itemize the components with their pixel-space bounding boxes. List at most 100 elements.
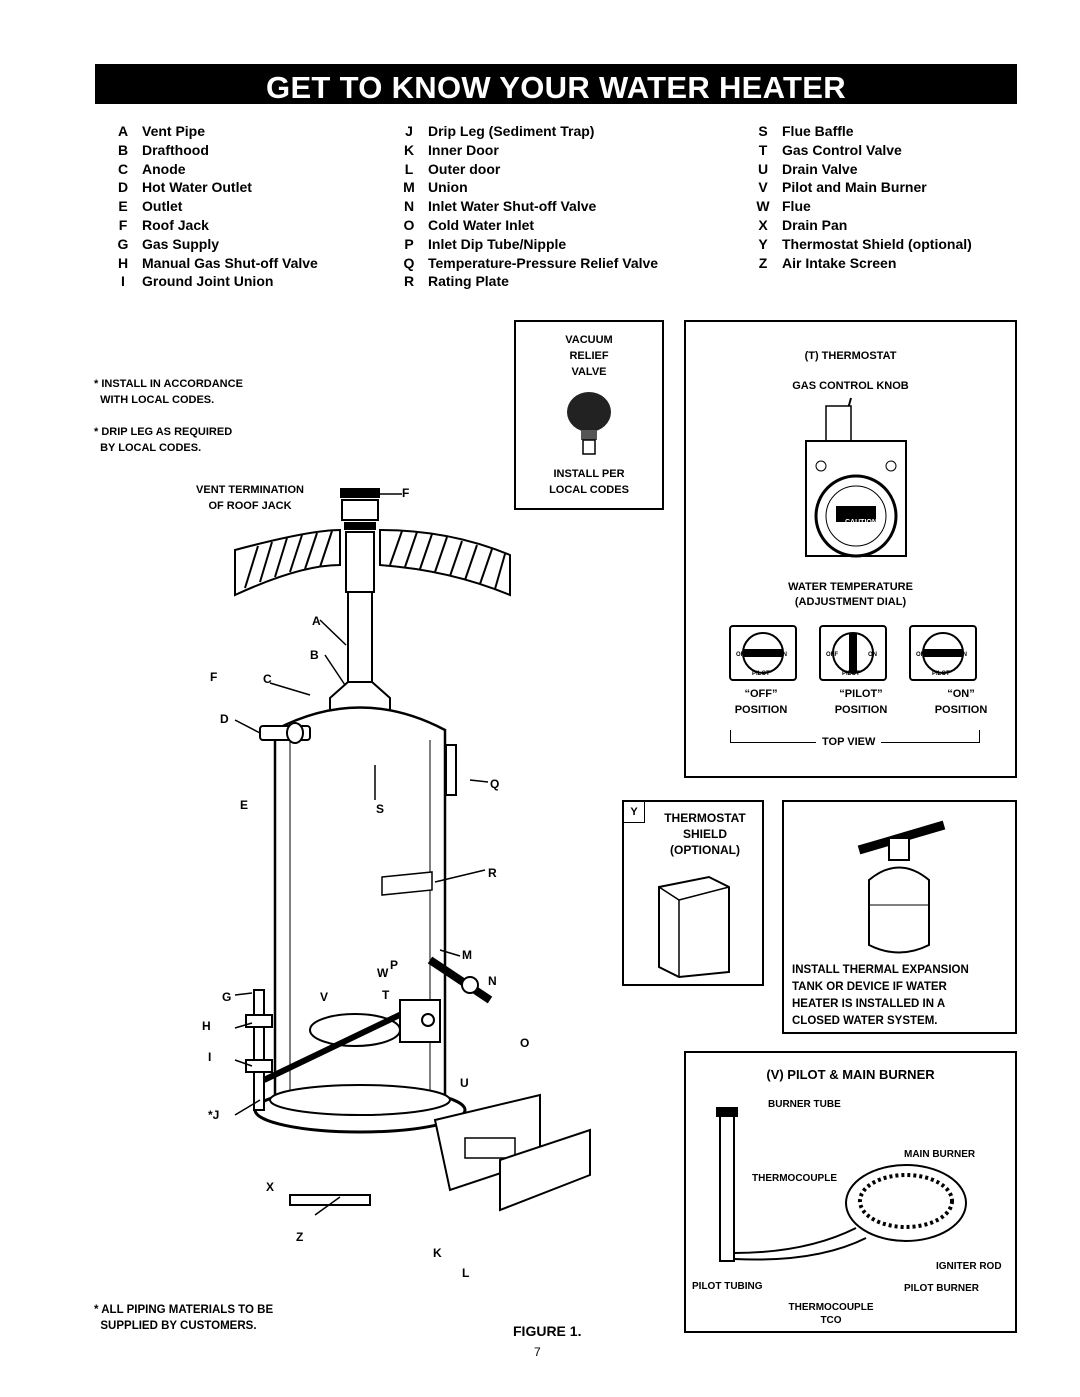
legend-label: Cold Water Inlet — [428, 216, 535, 233]
thermostat-box: (T) THERMOSTAT GAS CONTROL KNOB CAUTION … — [684, 320, 1017, 778]
burner-title: (V) PILOT & MAIN BURNER — [766, 1067, 935, 1082]
knob-2-word-off: OFF — [916, 652, 928, 658]
vacuum-line4: INSTALL PER — [553, 468, 625, 480]
knob-0-word-pilot: PILOT — [752, 671, 770, 677]
knob-position-name: “PILOT” — [839, 688, 883, 700]
letter-r: R — [488, 866, 497, 880]
legend-label: Anode — [142, 160, 186, 177]
letter-o: O — [520, 1036, 530, 1050]
shield-line2: SHIELD — [682, 827, 727, 841]
legend-label: Ground Joint Union — [142, 273, 274, 290]
knob-position-word: POSITION — [834, 704, 888, 716]
legend-key: M — [403, 179, 415, 196]
page-number: 7 — [534, 1345, 541, 1359]
burner-drawing — [716, 1107, 967, 1262]
legend-label: Inlet Dip Tube/Nipple — [428, 235, 567, 252]
letter-i: I — [208, 1050, 212, 1064]
letter-a: A — [312, 614, 321, 628]
letter-n: N — [488, 974, 497, 988]
legend-label: Vent Pipe — [142, 123, 206, 139]
vacuum-valve-icon — [567, 392, 611, 455]
legend-key: D — [117, 179, 129, 196]
legend-item-q: Q Temperature-Pressure Relief Valve — [398, 254, 659, 273]
page-title: GET TO KNOW YOUR WATER HEATER — [95, 64, 1017, 104]
burner-tube-label: BURNER TUBE — [768, 1099, 841, 1110]
legend-key: I — [121, 273, 125, 290]
letter-c: C — [263, 672, 272, 686]
shield-line1: THERMOSTAT — [664, 811, 746, 825]
legend-key: A — [117, 123, 129, 139]
knob-0-word-on: ON — [778, 652, 787, 658]
legend-key: X — [758, 216, 768, 233]
legend-label: Roof Jack — [142, 216, 209, 233]
legend-item-e: E Outlet — [112, 197, 318, 216]
legend-label: Outer door — [428, 160, 501, 177]
letter-f: F — [210, 670, 218, 684]
legend-item-y: Y Thermostat Shield (optional) — [752, 235, 972, 254]
thermostat-shield-box: Y THERMOSTAT SHIELD (OPTIONAL) — [622, 800, 764, 986]
legend-key: Z — [758, 254, 768, 271]
legend-key: V — [758, 179, 768, 196]
gas-control-knob-label: GAS CONTROL KNOB — [792, 380, 909, 392]
legend-key: R — [403, 273, 415, 290]
vent-termination-label: VENT TERMINATION OF ROOF JACK — [180, 482, 320, 514]
knob-position-word: POSITION — [734, 704, 788, 716]
letter-h: H — [202, 1019, 211, 1033]
shield-line3: (OPTIONAL) — [670, 843, 740, 857]
letter-x: X — [266, 1180, 275, 1194]
legend-item-l: L Outer door — [398, 160, 658, 179]
water-heater-diagram: VENT TERMINATION OF ROOF JACK F A B F C … — [150, 470, 610, 1290]
letter-w: W — [377, 966, 389, 980]
install-note: * INSTALL IN ACCORDANCE WITH LOCAL CODES… — [94, 378, 243, 406]
legend-key: E — [118, 198, 128, 215]
expansion-line4: CLOSED WATER SYSTEM. — [792, 1015, 938, 1027]
legend-label: Gas Control Valve — [782, 141, 902, 158]
legend-item-a: A Vent Pipe — [112, 122, 318, 141]
vacuum-line1: VACUUM — [565, 334, 613, 346]
knob-position-name: “OFF” — [744, 688, 778, 700]
knob-1-word-off: OFF — [826, 652, 838, 658]
legend-label: Thermostat Shield (optional) — [782, 235, 972, 252]
legend-key: S — [758, 123, 768, 139]
knob-positions: “OFF”POSITION“PILOT”POSITION“ON”POSITION — [716, 686, 1006, 718]
legend-label: Flue — [782, 198, 811, 215]
igniter-rod-label: IGNITER ROD — [936, 1261, 1002, 1272]
legend-key: C — [117, 160, 129, 177]
legend-label: Temperature-Pressure Relief Valve — [428, 254, 659, 271]
legend-key: Y — [758, 235, 768, 252]
legend-key: Q — [403, 254, 415, 271]
legend-key: G — [117, 235, 129, 252]
letter-e: E — [240, 798, 249, 812]
shield-drawing — [658, 875, 730, 979]
legend-label: Outlet — [142, 198, 183, 215]
expansion-line3: HEATER IS INSTALLED IN A — [792, 998, 946, 1010]
vent-termination-line2: OF ROOF JACK — [208, 500, 292, 512]
letter-b: B — [310, 648, 319, 662]
legend-label: Rating Plate — [428, 273, 509, 290]
expansion-line1: INSTALL THERMAL EXPANSION — [792, 964, 969, 976]
legend-label: Drain Valve — [782, 160, 858, 177]
letter-v: V — [320, 990, 329, 1004]
legend-key: K — [403, 141, 415, 158]
legend-key: T — [758, 141, 768, 158]
letter-s: S — [376, 802, 385, 816]
knob-1-word-on: ON — [868, 652, 877, 658]
letter-u: U — [460, 1076, 469, 1090]
legend-key: L — [404, 160, 414, 177]
pilot-tubing-label: PILOT TUBING — [692, 1281, 763, 1292]
